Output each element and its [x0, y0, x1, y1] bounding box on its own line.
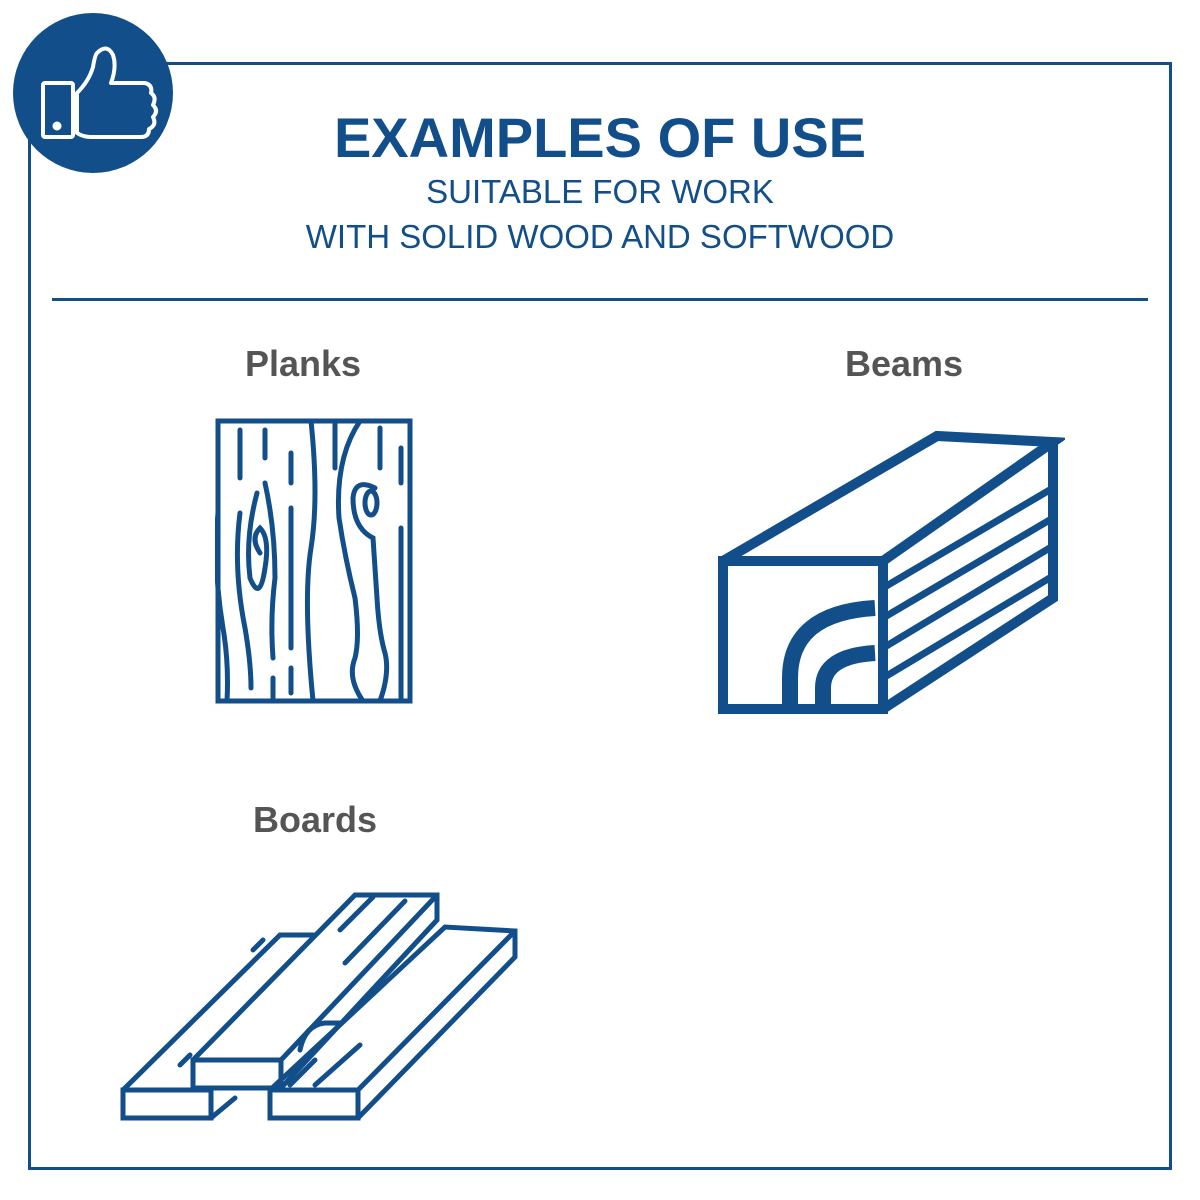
- beams-icon: [718, 430, 1065, 714]
- thumbs-up-badge: [13, 13, 173, 173]
- example-label-planks: Planks: [245, 343, 362, 384]
- header-divider: [52, 298, 1148, 301]
- planks-icon: [215, 418, 413, 704]
- boards-icon: [120, 892, 518, 1121]
- example-label-beams: Beams: [845, 343, 964, 384]
- content-frame: [28, 62, 1172, 1170]
- page-title: EXAMPLES OF USE: [333, 106, 867, 169]
- example-label-boards: Boards: [253, 799, 378, 840]
- subtitle-line-1: SUITABLE FOR WORK: [426, 173, 774, 210]
- subtitle-line-2: WITH SOLID WOOD AND SOFTWOOD: [305, 218, 895, 255]
- thumbs-up-icon: [41, 46, 158, 139]
